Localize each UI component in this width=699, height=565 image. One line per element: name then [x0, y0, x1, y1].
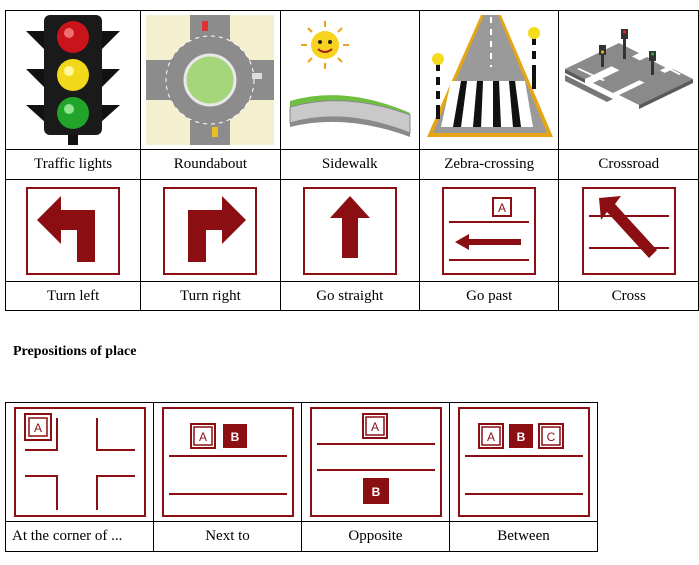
roundabout-icon	[146, 15, 275, 145]
svg-text:A: A	[370, 420, 378, 434]
traffic-lights-cell	[4, 10, 142, 150]
svg-text:A: A	[486, 430, 494, 444]
sidewalk-icon	[289, 21, 411, 137]
direction-label: Go past	[418, 281, 560, 311]
place-label: Traffic lights	[4, 149, 142, 180]
corner-diagram-icon: A	[13, 407, 146, 517]
place-label: Crossroad	[558, 149, 699, 180]
preposition-label: At the corner of ...	[5, 521, 154, 552]
turn-right-arrow-icon	[163, 186, 258, 275]
next-to-cell: A B	[153, 402, 302, 522]
svg-text:B: B	[516, 430, 525, 444]
go-past-icon: A	[442, 186, 537, 275]
direction-label: Cross	[558, 281, 699, 311]
place-label: Roundabout	[140, 149, 281, 180]
cross-cell	[558, 179, 699, 282]
opposite-diagram-icon: A B	[309, 407, 442, 517]
svg-text:A: A	[33, 421, 41, 435]
turn-right-cell	[140, 179, 281, 282]
go-straight-arrow-icon	[302, 186, 397, 275]
direction-label: Turn left	[4, 281, 142, 311]
svg-text:A: A	[498, 201, 506, 215]
svg-text:B: B	[230, 430, 239, 444]
traffic-light-icon	[26, 15, 121, 145]
turn-left-cell	[4, 179, 142, 282]
roundabout-cell	[140, 10, 281, 150]
crossroad-cell	[558, 10, 699, 150]
svg-text:C: C	[546, 430, 555, 444]
opposite-cell: A B	[301, 402, 450, 522]
preposition-label: Opposite	[301, 521, 450, 552]
place-label: Zebra-crossing	[418, 149, 560, 180]
vocabulary-table: Traffic lights Roundabout Sidewalk Zebra…	[4, 10, 699, 311]
zebra-crossing-icon	[427, 15, 554, 137]
go-past-cell: A	[418, 179, 560, 282]
cross-arrow-icon	[581, 186, 676, 275]
crossroad-icon	[564, 29, 693, 109]
svg-text:B: B	[371, 485, 380, 499]
turn-left-arrow-icon	[26, 186, 121, 275]
next-to-diagram-icon: A B	[161, 407, 294, 517]
prepositions-table: A A B A	[5, 402, 598, 552]
sidewalk-cell	[279, 10, 420, 150]
preposition-label: Next to	[153, 521, 302, 552]
corner-cell: A	[5, 402, 154, 522]
direction-label: Turn right	[140, 281, 281, 311]
direction-label: Go straight	[279, 281, 420, 311]
place-label: Sidewalk	[279, 149, 420, 180]
between-diagram-icon: A B C	[457, 407, 590, 517]
section-heading: Prepositions of place	[13, 344, 137, 359]
svg-text:A: A	[198, 430, 206, 444]
zebra-crossing-cell	[418, 10, 560, 150]
go-straight-cell	[279, 179, 420, 282]
between-cell: A B C	[449, 402, 598, 522]
preposition-label: Between	[449, 521, 598, 552]
